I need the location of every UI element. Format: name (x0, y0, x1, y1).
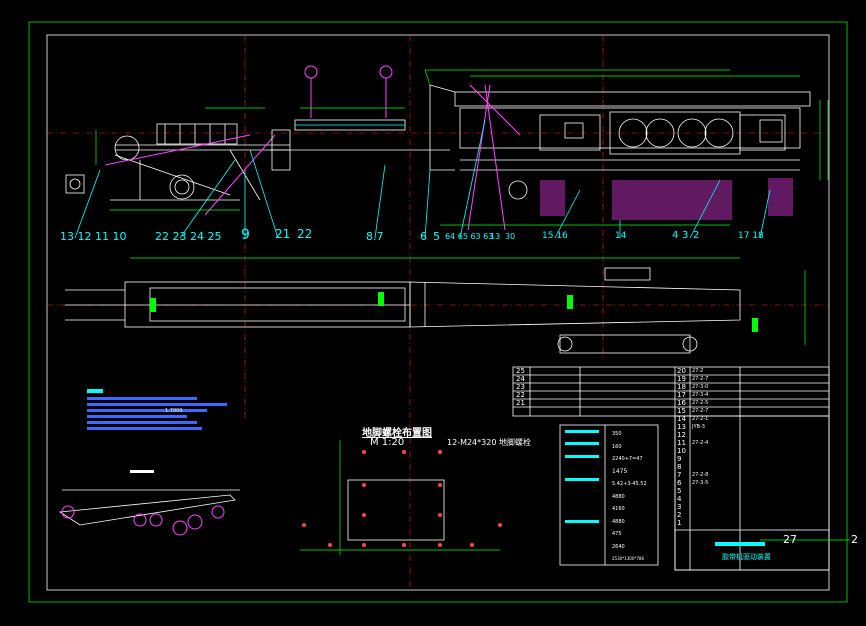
label-30: 30 (505, 232, 516, 241)
anchor-spec: 12-M24*320 地脚螺栓 (447, 438, 531, 447)
part-code (692, 447, 738, 455)
label-9: 9 (241, 227, 250, 243)
foundation-hatch-3 (768, 178, 793, 216)
label-22-23-24-25: 22 23 24 25 (155, 230, 222, 243)
part-no: 18 (677, 383, 686, 391)
part-no: 9 (677, 455, 682, 463)
label-13-12-11-10: 13 12 11 10 (60, 230, 127, 243)
technical-notes: 1.7000 (87, 389, 227, 430)
label-13b: 13 (490, 232, 501, 241)
spec-value: 5.42+3-45.52 (612, 481, 647, 487)
label-row: 13 12 11 10 22 23 24 25 9 21 22 8.7 6 5 … (0, 227, 866, 244)
plan-view (65, 257, 806, 354)
spec-value: 2640 (612, 543, 625, 550)
part-no: 16 (677, 399, 686, 407)
part-no: 6 (677, 479, 682, 487)
anchor-title: 地脚螺栓布置图 (362, 428, 432, 439)
label-3: 3 (682, 230, 689, 241)
part-no: 12 (677, 431, 686, 439)
spec-values: 350 160 2240+7=47 1475 5.42+3-45.52 4880… (612, 428, 656, 566)
spec-value: 2240+7=47 (612, 456, 643, 462)
spec-value: 2530*1300*786 (612, 556, 644, 561)
leaders (74, 119, 771, 239)
part-code: 27-2-4 (692, 440, 709, 446)
part-no: 15 (677, 407, 686, 415)
label-64-65-63: 64 65 63 63 (445, 232, 494, 241)
label-6: 6 (420, 230, 427, 243)
part-no: 17 (677, 391, 686, 399)
outer-frame (28, 21, 848, 603)
part-no: 19 (677, 375, 686, 383)
part-code: 27-2-5 (692, 400, 709, 406)
spec-value: 4880 (612, 518, 625, 525)
parts-left-col: 25 24 23 22 21 (516, 367, 530, 407)
label-22: 22 (297, 227, 313, 241)
part-code: 27-2-7 (692, 376, 709, 382)
part-no: 21 (516, 399, 525, 407)
part-no: 7 (677, 471, 682, 479)
spec-highlight (565, 430, 765, 546)
part-code (692, 431, 738, 439)
part-no: 11 (677, 439, 686, 447)
spec-value: 1475 (612, 467, 628, 475)
label-17-18: 17 18 (738, 231, 764, 241)
part-code: 27-2 (692, 368, 704, 374)
spec-value: 160 (612, 443, 622, 450)
parts-mid-col: 20 19 18 17 16 15 14 13 12 11 10 9 8 7 6… (677, 367, 691, 527)
spec-value: 475 (612, 531, 622, 537)
part-no: 10 (677, 447, 686, 455)
label-14: 14 (615, 231, 627, 241)
note-value: 1.7000 (165, 408, 183, 414)
part-no: 20 (677, 367, 686, 375)
foundation-hatch-1 (540, 180, 565, 216)
anchor-scale: M 1:20 (370, 437, 405, 448)
dimensions-top (95, 69, 829, 226)
spec-value: 4160 (612, 506, 625, 512)
inner-frame (46, 34, 830, 591)
part-code: 27-3-5 (692, 480, 709, 486)
part-code: 27-2-7 (692, 408, 709, 414)
title-block-name: 胶带机驱动装置 (722, 553, 771, 561)
part-code: 27-2-1 (692, 416, 709, 422)
part-no: 2 (677, 511, 682, 519)
callout-2: 2 (851, 533, 858, 546)
part-code: 27-3-4 (692, 392, 709, 398)
part-no: 24 (516, 375, 525, 383)
part-code (692, 455, 738, 463)
label-4: 4 (672, 230, 679, 241)
part-no: 3 (677, 503, 682, 511)
part-no: 4 (677, 495, 682, 503)
drive-section (424, 69, 811, 231)
part-code: JYB-3 (692, 424, 705, 430)
label-5: 5 (433, 230, 440, 243)
spec-value: 4880 (612, 493, 625, 500)
anchor-layout (300, 440, 502, 555)
label-21: 21 (275, 227, 291, 241)
label-8-7: 8.7 (366, 230, 384, 243)
part-no: 23 (516, 383, 525, 391)
part-no: 1 (677, 519, 682, 527)
part-code: 27-3-0 (692, 384, 709, 390)
parts-table (512, 366, 830, 571)
part-no: 5 (677, 487, 682, 495)
part-no: 13 (677, 423, 686, 431)
part-no: 25 (516, 367, 525, 375)
part-code (692, 463, 738, 471)
part-code: 27-2-8 (692, 472, 709, 478)
foundation-hatch-2 (612, 180, 732, 220)
part-no: 14 (677, 415, 686, 423)
part-no: 22 (516, 391, 525, 399)
belt-loop-diagram (58, 470, 240, 536)
spec-value: 350 (612, 431, 622, 437)
parts-mid-codes: 27-2 27-2-7 27-3-0 27-3-4 27-2-5 27-2-7 … (692, 367, 738, 487)
label-15-16: 15 16 (542, 231, 568, 241)
part-no: 8 (677, 463, 682, 471)
middle-section (270, 65, 450, 171)
label-2: 2 (693, 230, 700, 241)
callout-27: 27 (783, 533, 797, 546)
